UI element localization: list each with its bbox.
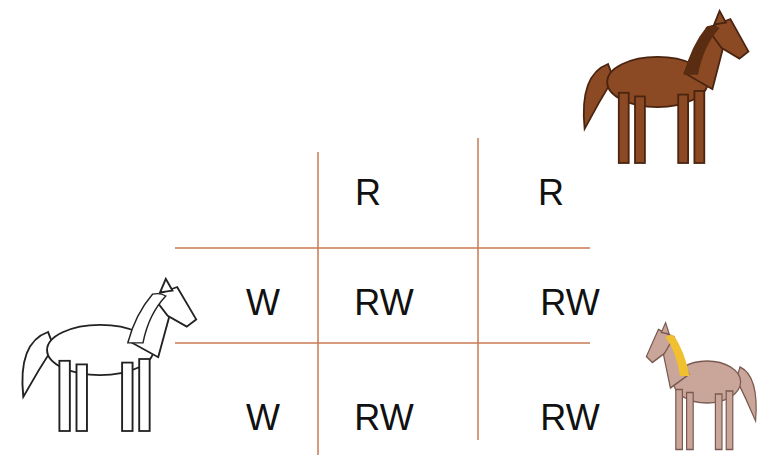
table-cell: RW [540,398,599,438]
table-cell: RW [540,283,599,323]
table-cell: W [246,398,280,438]
grid-lines [175,138,590,455]
table-cell: R [355,173,381,213]
white-horse [22,279,196,431]
table-cell: RW [354,283,413,323]
table-cell: W [246,283,280,323]
brown-horse [584,11,749,163]
table-cell: R [538,173,564,213]
table-cell: RW [354,398,413,438]
roan-horse [646,323,756,450]
